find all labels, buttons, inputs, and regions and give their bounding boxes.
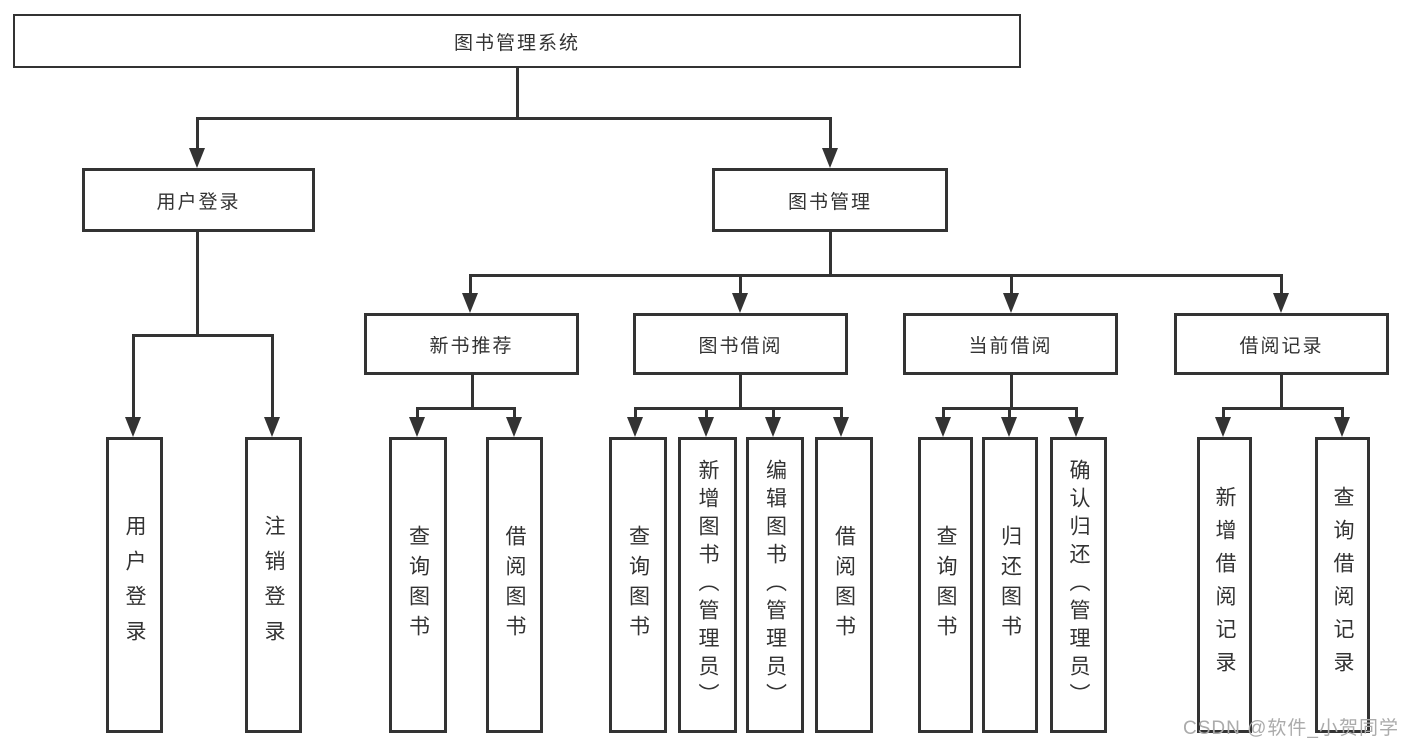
arrowhead [409, 417, 425, 437]
arrowhead [506, 417, 522, 437]
leaf-label: 新增图书（管理员） [696, 459, 719, 711]
arrowhead [1068, 417, 1084, 437]
connector [840, 407, 843, 421]
arrowhead [935, 417, 951, 437]
connector [1008, 407, 1011, 421]
leaf-label: 归还图书 [998, 525, 1022, 645]
leaf-borrowing-edit-books-admin: 编辑图书（管理员） [746, 437, 804, 733]
connector [196, 117, 199, 152]
arrowhead [1334, 417, 1350, 437]
leaf-label: 借阅图书 [832, 525, 856, 645]
arrowhead [627, 417, 643, 437]
connector [271, 334, 274, 420]
connector [513, 407, 516, 421]
node-new-book-recommend: 新书推荐 [364, 313, 579, 375]
node-book-borrowing: 图书借阅 [633, 313, 848, 375]
connector [1280, 375, 1283, 408]
leaf-label: 编辑图书（管理员） [763, 459, 787, 711]
connector [1222, 407, 1344, 410]
leaf-user-login: 用户登录 [106, 437, 163, 733]
arrowhead [833, 417, 849, 437]
connector [469, 274, 1283, 277]
leaf-label: 查询图书 [934, 525, 957, 645]
node-current-borrowing: 当前借阅 [903, 313, 1118, 375]
leaf-label: 查询借阅记录 [1331, 486, 1354, 684]
node-library-system: 图书管理系统 [13, 14, 1021, 68]
arrowhead [1003, 293, 1019, 313]
node-label: 图书借阅 [698, 335, 783, 357]
connector [1341, 407, 1344, 421]
node-user-login: 用户登录 [82, 168, 315, 232]
arrowhead [1215, 417, 1231, 437]
connector [829, 232, 832, 275]
leaf-borrowing-borrow-books: 借阅图书 [815, 437, 873, 733]
leaf-label: 注销登录 [262, 515, 285, 655]
arrowhead [732, 293, 748, 313]
node-label: 图书管理 [787, 191, 872, 213]
node-label: 新书推荐 [429, 335, 514, 357]
node-label: 图书管理系统 [453, 32, 580, 54]
connector [705, 407, 708, 421]
arrowhead [462, 293, 478, 313]
connector [1010, 375, 1013, 408]
connector [634, 407, 843, 410]
arrowhead [1273, 293, 1289, 313]
connector [829, 117, 832, 152]
leaf-recommend-query-books: 查询图书 [389, 437, 447, 733]
arrowhead [1001, 417, 1017, 437]
leaf-label: 查询图书 [406, 525, 430, 645]
leaf-label: 借阅图书 [503, 525, 526, 645]
connector [1280, 274, 1283, 296]
arrowhead [822, 148, 838, 168]
leaf-logout-login: 注销登录 [245, 437, 302, 733]
leaf-label: 用户登录 [123, 515, 146, 655]
node-label: 借阅记录 [1239, 335, 1324, 357]
arrowhead [698, 417, 714, 437]
connector [1222, 407, 1225, 421]
leaf-records-query-record: 查询借阅记录 [1315, 437, 1370, 733]
connector [516, 68, 519, 118]
connector [196, 117, 832, 120]
connector [469, 274, 472, 296]
connector [739, 375, 742, 408]
node-book-management: 图书管理 [712, 168, 948, 232]
connector [132, 334, 135, 420]
node-label: 用户登录 [156, 191, 241, 213]
leaf-label: 新增借阅记录 [1213, 486, 1236, 684]
leaf-label: 确认归还（管理员） [1067, 459, 1090, 711]
connector [634, 407, 637, 421]
connector [1075, 407, 1078, 421]
leaf-borrowing-add-books-admin: 新增图书（管理员） [678, 437, 737, 733]
leaf-records-add-record: 新增借阅记录 [1197, 437, 1252, 733]
leaf-current-confirm-return-admin: 确认归还（管理员） [1050, 437, 1107, 733]
node-label: 当前借阅 [968, 335, 1053, 357]
arrowhead [765, 417, 781, 437]
watermark: CSDN @软件_小贺同学 [1183, 718, 1399, 739]
connector [196, 232, 199, 335]
connector [739, 274, 742, 296]
leaf-current-return-books: 归还图书 [982, 437, 1038, 733]
leaf-current-query-books: 查询图书 [918, 437, 973, 733]
leaf-label: 查询图书 [626, 525, 650, 645]
connector [1010, 274, 1013, 296]
connector [471, 375, 474, 408]
connector [132, 334, 273, 337]
connector [416, 407, 516, 410]
arrowhead [189, 148, 205, 168]
leaf-recommend-borrow-books: 借阅图书 [486, 437, 543, 733]
leaf-borrowing-query-books: 查询图书 [609, 437, 667, 733]
arrowhead [264, 417, 280, 437]
connector [772, 407, 775, 421]
connector [942, 407, 945, 421]
arrowhead [125, 417, 141, 437]
node-borrowing-records: 借阅记录 [1174, 313, 1389, 375]
connector [416, 407, 419, 421]
